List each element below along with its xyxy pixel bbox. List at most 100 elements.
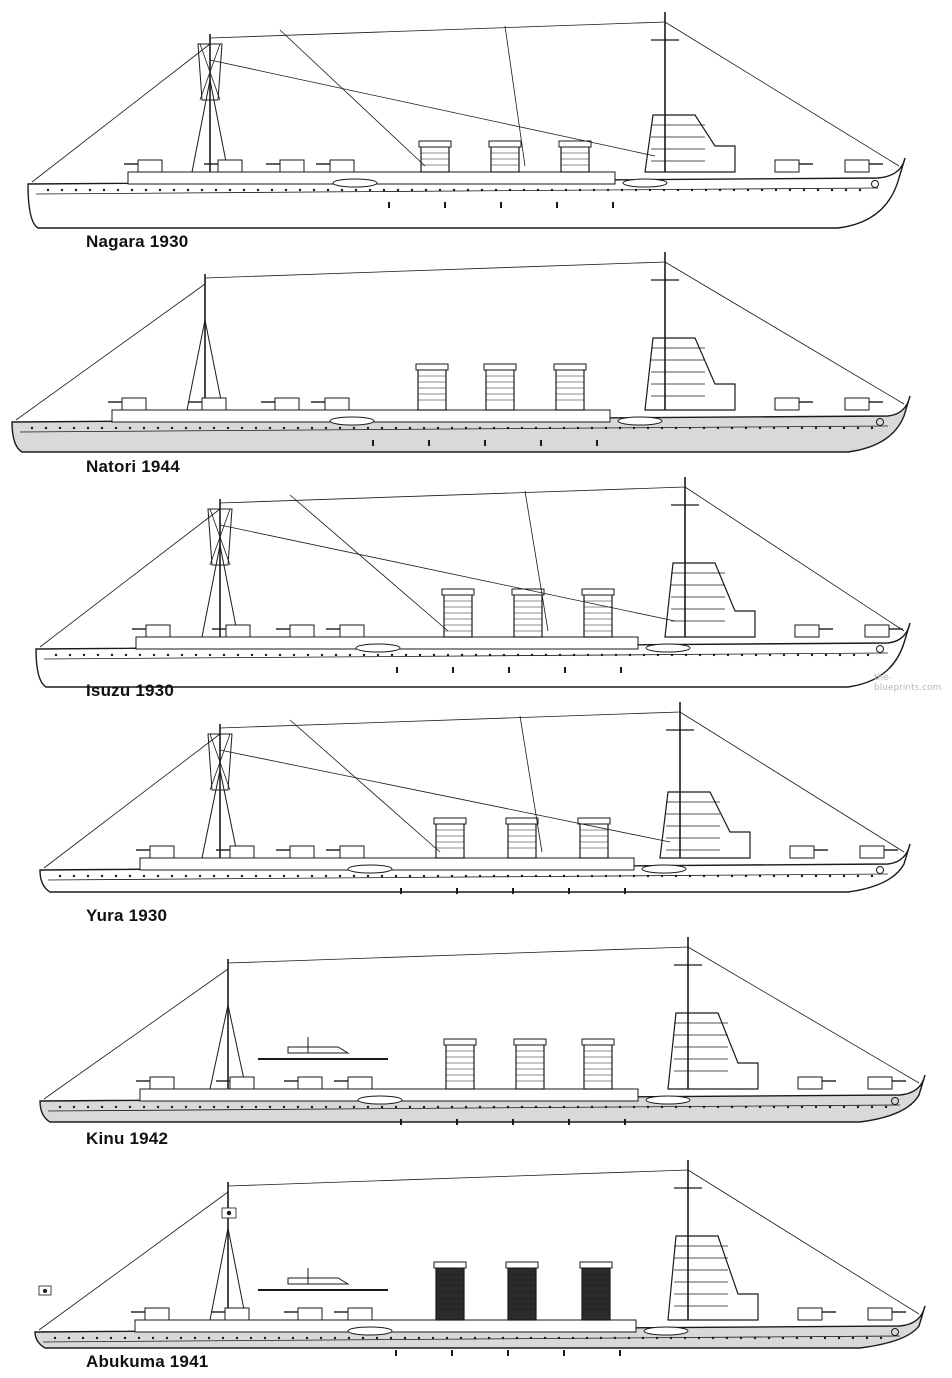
ship-profile-kinu: Kinu 1942 [0,925,952,1155]
ship-label-kinu: Kinu 1942 [86,1129,169,1148]
nagara-gun-mount-2 [217,159,243,173]
abukuma-funnel-cap-3 [579,1261,613,1269]
abukuma-gun-mount-5 [797,1307,823,1321]
yura-gun-mount-4 [339,845,365,859]
abukuma-gun-mount-4 [347,1307,373,1321]
natori-rigging [15,261,905,421]
kinu-funnel-cap-1 [443,1038,477,1046]
kinu-rigging [43,946,920,1100]
kinu-portholes [58,1105,888,1125]
ship-profile-isuzu: Isuzu 1930 the-blueprints.com [0,465,952,700]
natori-gun-mount-4 [324,397,350,411]
kinu-gun-mount-2 [229,1076,255,1090]
kinu-gun-mount-4 [347,1076,373,1090]
yura-gun-mount-3 [289,845,315,859]
natori-funnel-1 [417,367,447,411]
kinu-funnel-cap-2 [513,1038,547,1046]
abukuma-gun-mount-3 [297,1307,323,1321]
natori-funnel-cap-1 [415,363,449,371]
nagara-portholes [46,188,862,208]
nagara-bridge [644,114,736,173]
isuzu-funnel-2 [513,592,543,638]
kinu-boat-1 [357,1095,403,1105]
isuzu-hawse-pipe [876,645,884,653]
yura-sheer-line [47,873,889,881]
nagara-gun-mount-5 [774,159,800,173]
ship-label-natori: Natori 1944 [86,457,180,476]
nagara-funnel-3 [560,144,590,173]
yura-funnel-1 [435,821,465,859]
natori-funnel-3 [555,367,585,411]
yura-gun-mount-1 [149,845,175,859]
kinu-floatplane [287,1046,350,1054]
yura-funnel-cap-3 [577,817,611,825]
isuzu-boat-2 [645,643,691,653]
yura-boat-2 [641,864,687,874]
ship-label-isuzu: Isuzu 1930 [86,681,174,700]
isuzu-funnel-3 [583,592,613,638]
isuzu-funnel-cap-1 [441,588,475,596]
natori-bridge [644,337,736,411]
abukuma-funnel-cap-2 [505,1261,539,1269]
kinu-sheer-line [47,1104,901,1112]
isuzu-sheer-line [43,652,889,660]
kinu-gun-mount-1 [149,1076,175,1090]
nagara-hull [27,157,906,229]
nagara-sheer-line [35,187,879,195]
kinu-funnel-3 [583,1042,613,1090]
ship-label-yura: Yura 1930 [86,906,168,925]
natori-funnel-2 [485,367,515,411]
natori-hawse-pipe [876,418,884,426]
abukuma-boat-1 [347,1326,393,1336]
nagara-hawse-pipe [871,180,879,188]
abukuma-gun-mount-2 [224,1307,250,1321]
abukuma-funnel-cap-1 [433,1261,467,1269]
natori-drawing [11,252,911,453]
abukuma-boat-2 [643,1326,689,1336]
ship-profile-natori: Natori 1944 [0,240,952,476]
kinu-gun-mount-6 [867,1076,893,1090]
nagara-gun-mount-3 [279,159,305,173]
isuzu-rigging [39,486,905,648]
nagara-gun-mount-4 [329,159,355,173]
isuzu-hull [35,622,911,688]
abukuma-funnel-2 [507,1265,537,1321]
isuzu-portholes [54,653,870,673]
yura-gun-mount-2 [229,845,255,859]
isuzu-gun-mount-3 [289,624,315,638]
isuzu-funnel-cap-2 [511,588,545,596]
natori-gun-mount-5 [774,397,800,411]
nagara-boat-2 [622,178,668,188]
natori-sheer-line [19,425,889,433]
yura-drawing [39,702,911,894]
isuzu-derrick-frame [207,508,233,566]
yura-gun-mount-6 [859,845,885,859]
yura-boat-1 [347,864,393,874]
isuzu-gun-mount-1 [145,624,171,638]
natori-gun-mount-3 [274,397,300,411]
nagara-funnel-cap-3 [558,140,592,148]
nagara-drawing [27,12,906,229]
natori-portholes [30,426,874,446]
ship-profile-yura: Yura 1930 [0,690,952,925]
nagara-gun-mount-6 [844,159,870,173]
abukuma-rigging [38,1169,920,1331]
isuzu-gun-mount-4 [339,624,365,638]
isuzu-funnel-1 [443,592,473,638]
nagara-funnel-2 [490,144,520,173]
abukuma-portholes [53,1336,883,1356]
yura-funnel-cap-2 [505,817,539,825]
yura-hawse-pipe [876,866,884,874]
kinu-funnel-cap-3 [581,1038,615,1046]
yura-funnel-2 [507,821,537,859]
nagara-funnel-cap-1 [418,140,452,148]
natori-gun-mount-6 [844,397,870,411]
abukuma-hawse-pipe [891,1328,899,1336]
abukuma-gun-mount-6 [867,1307,893,1321]
abukuma-gun-mount-1 [144,1307,170,1321]
abukuma-drawing [34,1160,926,1356]
nagara-gun-mount-1 [137,159,163,173]
yura-portholes [58,874,874,894]
natori-funnel-cap-3 [553,363,587,371]
